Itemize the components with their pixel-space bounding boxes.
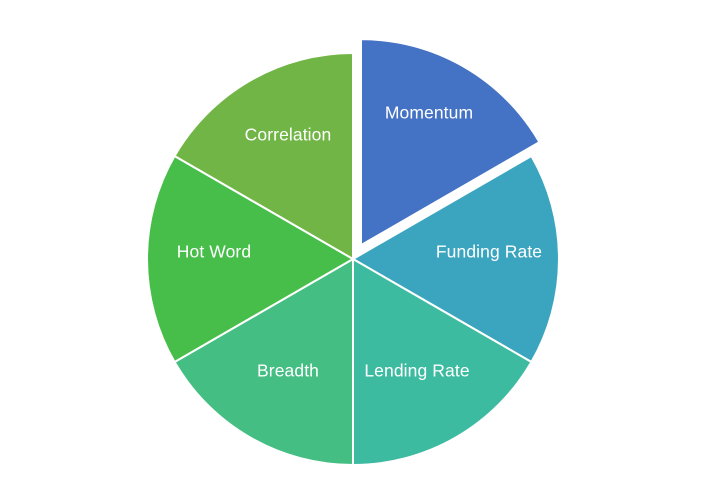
pie-slice-label-correlation: Correlation	[245, 125, 332, 145]
pie-slice-label-hot-word: Hot Word	[177, 242, 251, 262]
pie-slice-breadth[interactable]	[173, 258, 354, 466]
pie-slice-label-lending-rate: Lending Rate	[364, 361, 469, 381]
pie-slice-correlation[interactable]	[173, 52, 354, 260]
pie-slice-momentum[interactable]	[360, 38, 541, 247]
pie-slice-label-momentum: Momentum	[385, 103, 473, 123]
pie-slice-funding-rate[interactable]	[352, 155, 560, 363]
pie-slice-lending-rate[interactable]	[352, 258, 533, 466]
pie-slice-hot-word[interactable]	[146, 155, 354, 363]
pie-slice-label-breadth: Breadth	[257, 361, 319, 381]
pie-slice-label-funding-rate: Funding Rate	[436, 242, 542, 262]
pie-slices-group	[146, 38, 560, 466]
